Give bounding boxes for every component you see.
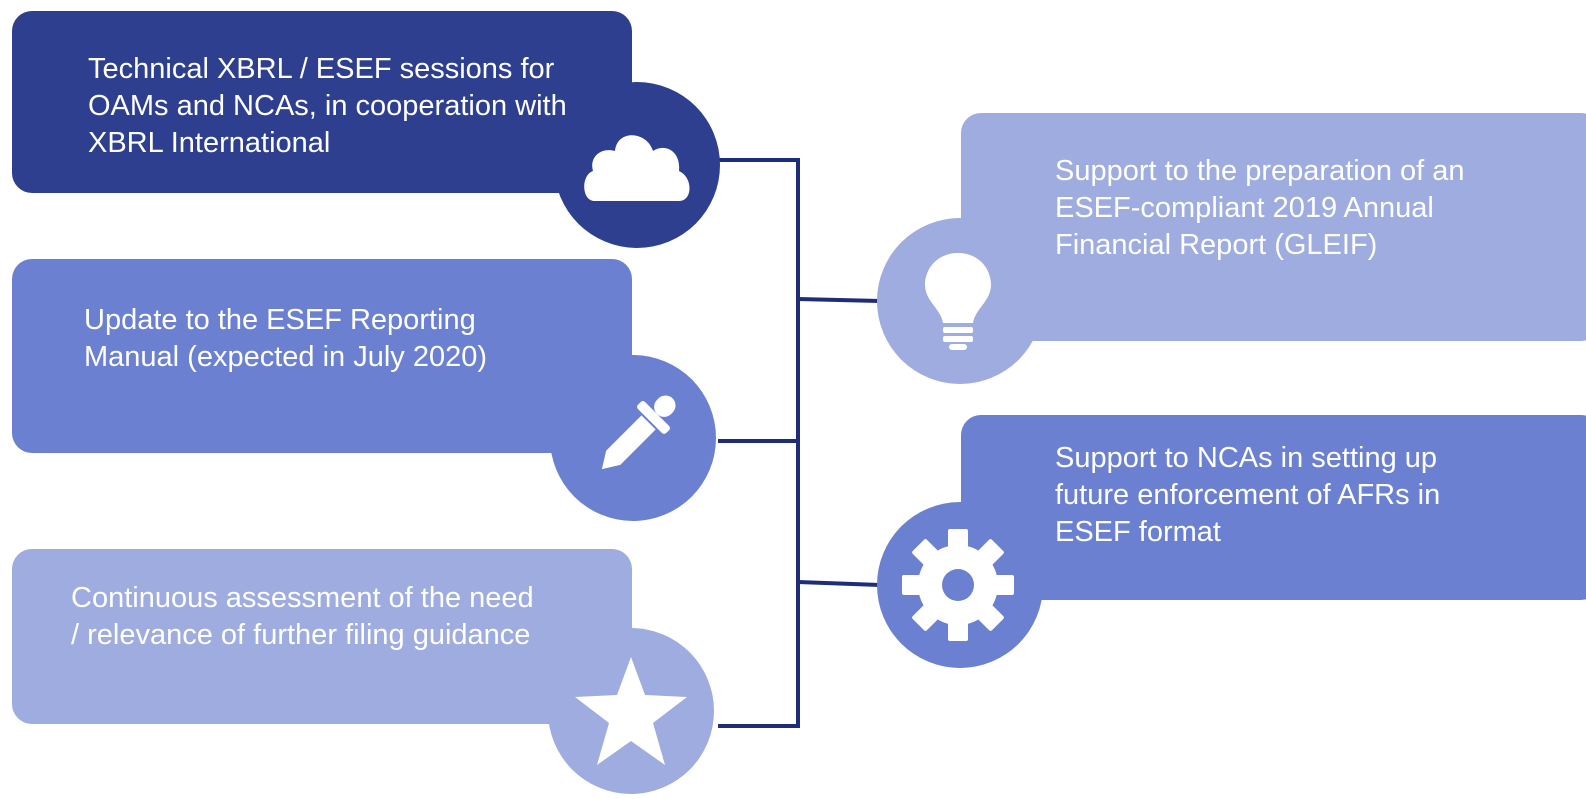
- item-box-1: [12, 11, 632, 193]
- item-text-5: Support to NCAs in setting up future enf…: [1055, 442, 1441, 548]
- star-icon: [575, 657, 687, 765]
- icon-circle-3: [548, 628, 714, 794]
- item-text-4: Support to the preparation of an ESEF-co…: [1055, 155, 1465, 261]
- item-box-5: [961, 415, 1586, 600]
- lightbulb-icon: [925, 253, 991, 350]
- item-text-3: Continuous assessment of the need / rele…: [71, 582, 534, 651]
- cloud-icon: [584, 135, 690, 201]
- item-box-4: [961, 113, 1586, 341]
- connector-branch-4: [797, 297, 881, 303]
- dropper-icon: [601, 395, 676, 470]
- connector-branch-5: [797, 580, 881, 587]
- gear-icon: [902, 529, 1014, 641]
- item-text-1: Technical XBRL / ESEF sessions for OAMs …: [88, 53, 567, 159]
- item-box-2: [12, 259, 632, 453]
- icon-circle-5: [877, 502, 1043, 668]
- item-text-2: Update to the ESEF Reporting Manual (exp…: [84, 304, 488, 373]
- icon-circle-2: [550, 355, 716, 521]
- icon-circle-4: [877, 218, 1043, 384]
- icon-circle-1: [554, 82, 720, 248]
- item-box-3: [12, 549, 632, 724]
